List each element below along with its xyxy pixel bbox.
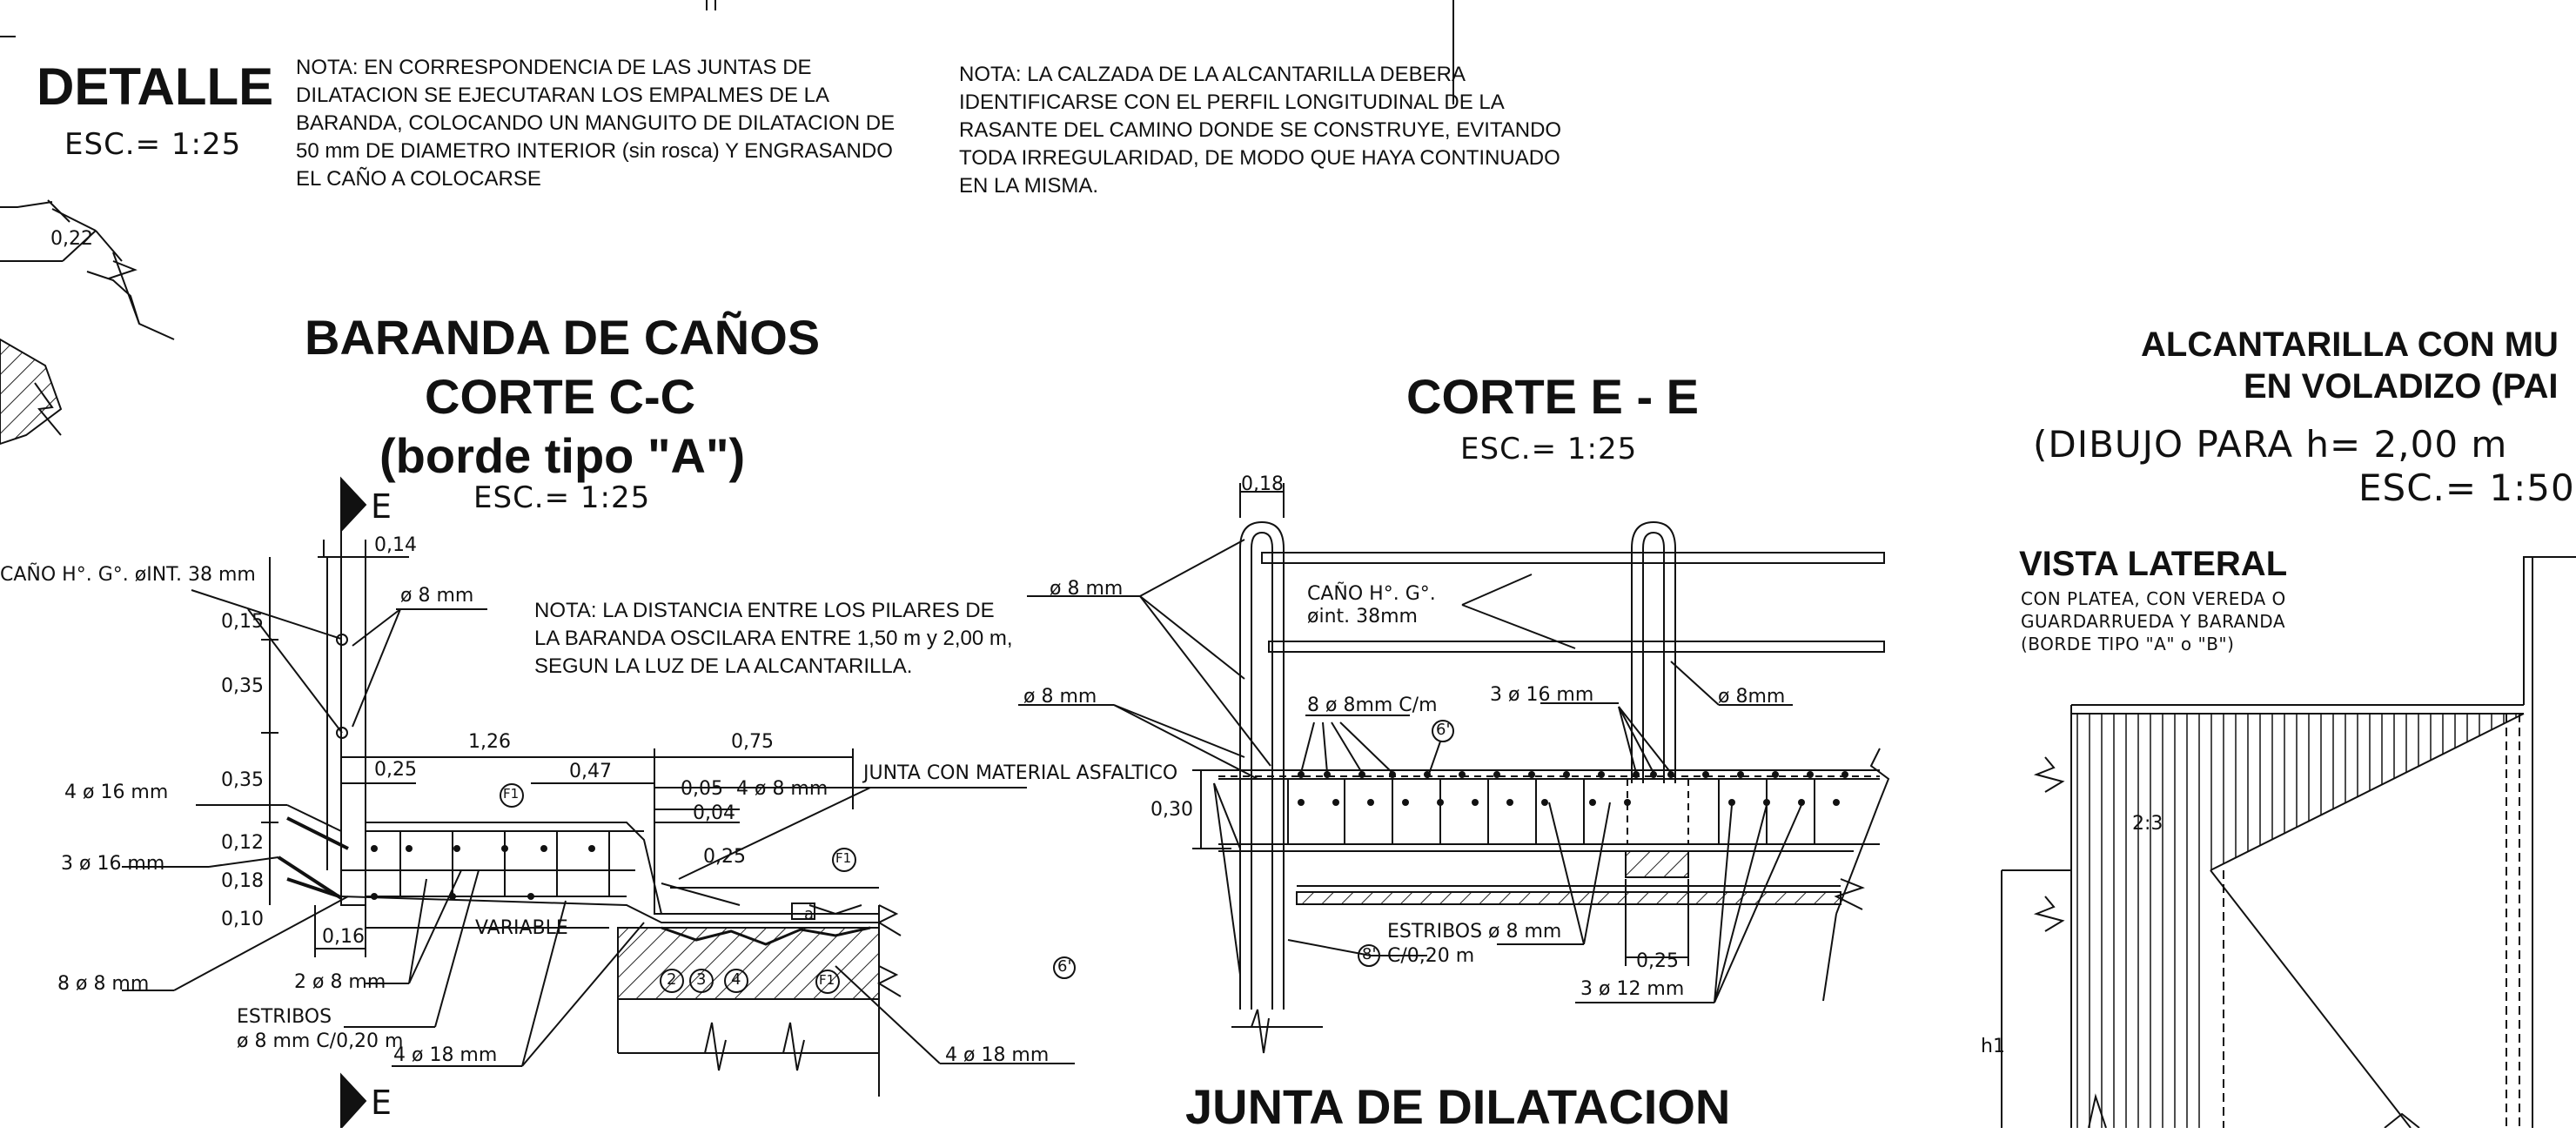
label-variable: VARIABLE [475,917,568,939]
label-junta: JUNTA CON MATERIAL ASFALTICO [863,762,1178,784]
marker-2: 2 [667,970,677,989]
alcantarilla-sub2: ESC.= 1:50 [2358,466,2575,509]
vista-lateral-drawing [2001,556,2576,1128]
vista-note1: CON PLATEA, CON VEREDA O [2021,588,2286,609]
corte-e-scale: ESC.= 1:25 [1460,432,1638,466]
marker-8: 8' [1362,945,1377,963]
alcantarilla-sub1: (DIBUJO PARA h= 2,00 m [2033,423,2508,466]
alcantarilla-title1: ALCANTARILLA CON MU [2141,325,2559,364]
label-estribos-e1: ESTRIBOS ø 8 mm [1387,921,1562,943]
note-pilares: NOTA: LA DISTANCIA ENTRE LOS PILARES DE … [534,599,1013,678]
dim-126: 1,26 [468,731,511,753]
dim-010: 0,10 [221,909,264,930]
note-juntas: NOTA: EN CORRESPONDENCIA DE LAS JUNTAS D… [296,56,896,191]
alcantarilla-title2: EN VOLADIZO (PAI [2244,367,2559,406]
label-4phi16: 4 ø 16 mm [64,782,169,803]
marker-6a: 6' [1436,721,1451,739]
baranda-corte: CORTE C-C [425,369,696,424]
corte-e-drawing [1018,483,1890,1054]
dim-015: 0,15 [221,611,264,633]
dim-018-e: 0,18 [1241,473,1284,495]
corte-e-title: CORTE E - E [1406,369,1700,424]
h1-label: h1 [1981,1036,2005,1057]
marker-f1-b: F1 [835,850,852,866]
dim-030-e: 0,30 [1150,799,1193,821]
dim-025: 0,25 [374,759,417,781]
dim-075: 0,75 [731,731,774,753]
label-cano-e2: øint. 38mm [1307,606,1418,627]
label-phi8-e2: ø 8 mm [1023,686,1097,708]
baranda-scale: ESC.= 1:25 [473,480,651,515]
dim-012: 0,12 [221,832,264,854]
label-2phi8: 2 ø 8 mm [294,971,386,993]
label-3phi16: 3 ø 16 mm [61,853,165,875]
vista-note2: GUARDARRUEDA Y BARANDA [2021,611,2286,632]
dim-025-e: 0,25 [1636,950,1679,972]
detalle-title: DETALLE [37,57,274,116]
marker-6b: 6' [1057,957,1072,976]
dim-016: 0,16 [322,926,365,948]
label-estribos: ESTRIBOS [237,1006,332,1028]
label-estribos2: ø 8 mm C/0,20 m [237,1030,404,1052]
section-mark-top: E [371,487,393,526]
marker-3: 3 [696,970,707,989]
detalle-drawing [0,199,175,446]
label-phi8: ø 8 mm [400,585,474,607]
marker-f1-a: F1 [503,786,520,802]
label-phi8-e1: ø 8 mm [1050,578,1124,600]
label-4phi18b: 4 ø 18 mm [945,1044,1050,1066]
label-3phi16-e: 3 ø 16 mm [1490,684,1594,706]
vista-note3: (BORDE TIPO "A" o "B") [2021,634,2235,654]
section-mark-bottom: E [371,1084,393,1122]
label-4phi8: 4 ø 8 mm [736,778,828,800]
dim-035a: 0,35 [221,675,264,697]
detalle-dim: 0,22 [50,228,93,250]
label-estribos-e2: C/0,20 m [1387,945,1475,967]
label-8phi8-e: 8 ø 8mm C/m [1307,694,1438,716]
label-cano-e1: CAÑO H°. G°. [1307,583,1436,605]
dim-047: 0,47 [569,761,612,782]
label-4phi18a: 4 ø 18 mm [393,1044,498,1066]
dim-004: 0,04 [693,802,735,824]
detalle-scale: ESC.= 1:25 [64,127,242,162]
label-cano: CAÑO H°. G°. øINT. 38 mm [0,564,256,586]
label-8phi8: 8 ø 8 mm [57,973,150,995]
baranda-borde: (borde tipo "A") [379,428,746,483]
dim-035b: 0,35 [221,769,264,791]
label-3phi12-e: 3 ø 12 mm [1580,978,1685,1000]
note-calzada: NOTA: LA CALZADA DE LA ALCANTARILLA DEBE… [959,63,1562,198]
baranda-title: BARANDA DE CAÑOS [305,310,821,365]
marker-4: 4 [731,970,741,989]
label-phi8-e3: ø 8mm [1718,686,1786,708]
junta-title: JUNTA DE DILATACION [1185,1079,1731,1134]
marker-f1-c: F1 [819,972,835,988]
dim-005: 0,05 [681,778,723,800]
vista-lateral-title: VISTA LATERAL [2019,545,2288,583]
slope-label: 2:3 [2132,813,2163,835]
dim-025b: 0,25 [703,846,746,868]
dim-018: 0,18 [221,870,264,892]
dim-014: 0,14 [374,534,417,556]
label-a: a [804,905,815,923]
baranda-drawing [122,476,1075,1128]
